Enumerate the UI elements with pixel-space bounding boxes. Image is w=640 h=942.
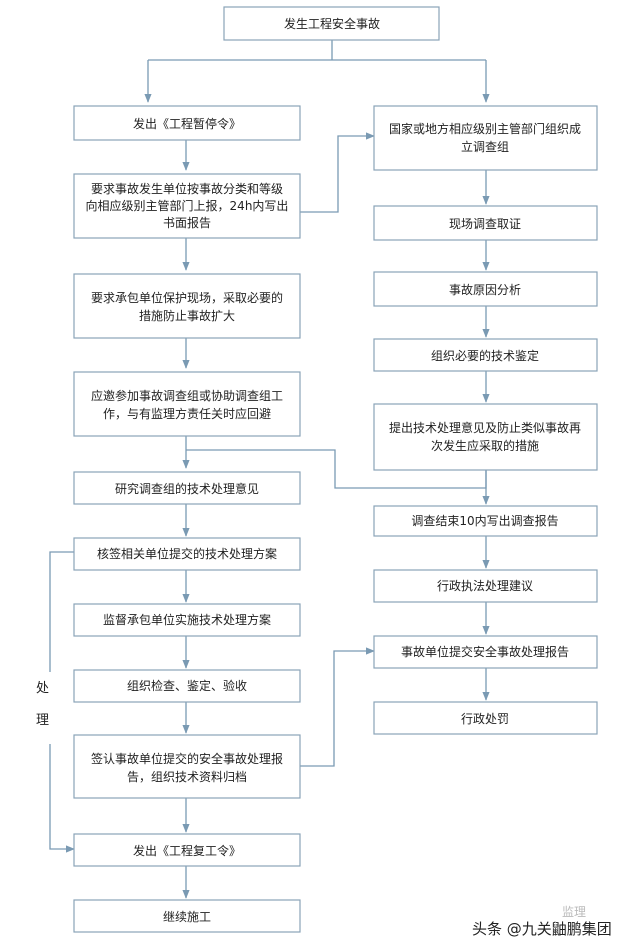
node-join-investigation: 应邀参加事故调查组或协助调查组工 作，与有监理方责任关时应回避 (73, 371, 301, 437)
node-tech-appraisal: 组织必要的技术鉴定 (373, 338, 598, 372)
node-sign-report: 签认事故单位提交的安全事故处理报 告，组织技术资料归档 (73, 734, 301, 799)
connector-report-to-form-group (300, 132, 375, 213)
node-unit-report-label: 事故单位提交安全事故处理报告 (401, 644, 569, 659)
side-label-char-1: 处 (36, 681, 49, 696)
process-side-label: 处 理 (32, 672, 68, 744)
node-cause-analysis: 事故原因分析 (373, 271, 598, 307)
node-propose-measures: 提出技术处理意见及防止类似事故再 次发生应采取的措施 (373, 403, 598, 471)
node-stop-order-label: 发出《工程暂停令》 (133, 116, 241, 131)
node-cause-analysis-label: 事故原因分析 (449, 282, 521, 297)
connectors (49, 40, 490, 899)
node-admin-penalty: 行政处罚 (373, 701, 598, 735)
node-study-opinion-label: 研究调查组的技术处理意见 (115, 481, 259, 496)
node-tech-appraisal-label: 组织必要的技术鉴定 (431, 348, 539, 363)
node-join-investigation-line-1: 应邀参加事故调查组或协助调查组工 (91, 388, 283, 403)
node-form-group-line-1: 国家或地方相应级别主管部门组织成 (389, 121, 581, 136)
connector-signreport-to-unitreport (300, 647, 375, 767)
node-report-requirement-line-3: 书面报告 (163, 215, 211, 230)
node-start: 发生工程安全事故 (223, 6, 440, 41)
node-continue-work: 继续施工 (73, 899, 301, 933)
node-form-group-line-2: 立调查组 (461, 139, 509, 154)
node-protect-site: 要求承包单位保护现场，采取必要的 措施防止事故扩大 (73, 273, 301, 339)
node-sign-report-line-1: 签认事故单位提交的安全事故处理报 (91, 751, 283, 766)
node-sign-report-line-2: 告，组织技术资料归档 (127, 770, 247, 784)
node-site-evidence-label: 现场调查取证 (449, 217, 521, 231)
node-inspect-accept-label: 组织检查、鉴定、验收 (127, 678, 247, 693)
node-report-requirement-line-2: 向相应级别主管部门上报，24h内写出 (86, 198, 289, 213)
side-label-char-2: 理 (36, 713, 49, 728)
node-admin-suggestion-label: 行政执法处理建议 (437, 579, 533, 593)
node-continue-work-label: 继续施工 (163, 910, 211, 924)
connector-start-to-stop-order (148, 59, 486, 102)
node-sign-plan-label: 核签相关单位提交的技术处理方案 (97, 546, 277, 561)
node-propose-measures-line-2: 次发生应采取的措施 (431, 438, 539, 453)
node-propose-measures-line-1: 提出技术处理意见及防止类似事故再 (389, 420, 581, 435)
node-report-requirement-line-1: 要求事故发生单位按事故分类和等级 (91, 181, 283, 196)
node-stop-order: 发出《工程暂停令》 (73, 105, 301, 141)
node-investigation-report-label: 调查结束10内写出调查报告 (411, 513, 558, 528)
node-sign-plan: 核签相关单位提交的技术处理方案 (73, 537, 301, 571)
node-supervise-plan-label: 监督承包单位实施技术处理方案 (103, 612, 271, 627)
node-admin-penalty-label: 行政处罚 (461, 712, 509, 726)
node-admin-suggestion: 行政执法处理建议 (373, 569, 598, 603)
node-resume-order: 发出《工程复工令》 (73, 833, 301, 867)
node-unit-report: 事故单位提交安全事故处理报告 (373, 635, 598, 669)
node-form-group: 国家或地方相应级别主管部门组织成 立调查组 (373, 105, 598, 171)
node-report-requirement: 要求事故发生单位按事故分类和等级 向相应级别主管部门上报，24h内写出 书面报告 (73, 173, 301, 239)
node-supervise-plan: 监督承包单位实施技术处理方案 (73, 603, 301, 637)
node-protect-site-line-1: 要求承包单位保护现场，采取必要的 (91, 290, 283, 305)
footer: 监理 头条 @九关鼬鹏集团 (472, 905, 612, 938)
node-resume-order-label: 发出《工程复工令》 (133, 843, 241, 858)
node-study-opinion: 研究调查组的技术处理意见 (73, 471, 301, 505)
footer-source: 头条 @九关鼬鹏集团 (472, 920, 612, 938)
node-site-evidence: 现场调查取证 (373, 205, 598, 241)
node-protect-site-line-2: 措施防止事故扩大 (139, 308, 235, 323)
node-investigation-report: 调查结束10内写出调查报告 (373, 505, 598, 537)
footer-faint-text: 监理 (562, 905, 586, 919)
node-start-label: 发生工程安全事故 (284, 16, 380, 31)
connector-measures-to-study (186, 449, 487, 489)
node-join-investigation-line-2: 作，与有监理方责任关时应回避 (103, 406, 271, 421)
node-inspect-accept: 组织检查、鉴定、验收 (73, 669, 301, 703)
